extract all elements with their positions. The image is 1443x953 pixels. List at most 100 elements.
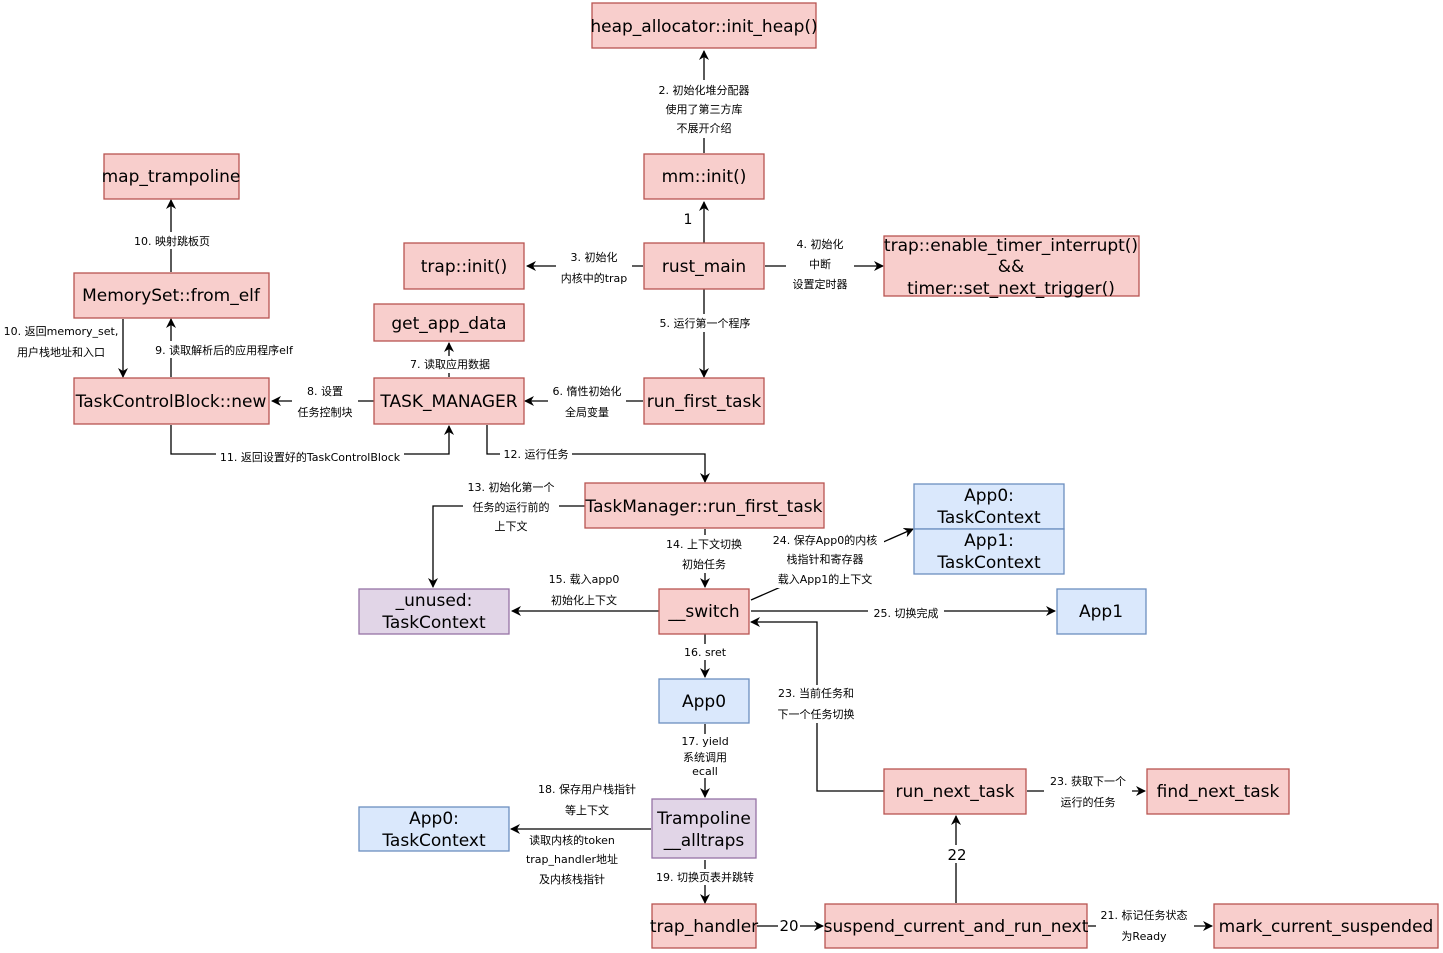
- node-map-trampoline: map_trampoline: [102, 153, 241, 200]
- node-trampoline: Trampoline __alltraps: [651, 798, 757, 859]
- svg-text:17. yield: 17. yield: [681, 735, 728, 748]
- label-edge-10a: 10. 映射跳板页: [130, 232, 214, 249]
- svg-text:用户栈地址和入口: 用户栈地址和入口: [17, 345, 105, 359]
- svg-text:App1:: App1:: [964, 531, 1014, 551]
- svg-text:上下文: 上下文: [495, 519, 528, 533]
- svg-text:等上下文: 等上下文: [565, 803, 609, 817]
- label-edge-5: 5. 运行第一个程序: [655, 314, 755, 332]
- svg-text:TaskContext: TaskContext: [936, 553, 1041, 573]
- svg-text:中断: 中断: [809, 257, 831, 271]
- node-switch: __switch: [658, 588, 750, 635]
- label-edge-1: 1: [680, 209, 696, 228]
- svg-text:系统调用: 系统调用: [683, 751, 727, 764]
- node-find-next-task: find_next_task: [1146, 768, 1290, 815]
- svg-text:25. 切换完成: 25. 切换完成: [874, 606, 939, 620]
- svg-text:TaskControlBlock::new: TaskControlBlock::new: [75, 392, 267, 412]
- svg-text:不展开介绍: 不展开介绍: [677, 121, 732, 135]
- label-edge-23a: 23. 当前任务和 下一个任务切换: [770, 685, 862, 723]
- svg-text:7. 读取应用数据: 7. 读取应用数据: [410, 357, 490, 371]
- label-edge-12: 12. 运行任务: [500, 446, 572, 462]
- svg-text:任务的运行前的: 任务的运行前的: [473, 500, 550, 514]
- svg-text:ecall: ecall: [692, 765, 718, 778]
- svg-text:6. 惰性初始化: 6. 惰性初始化: [553, 384, 622, 398]
- svg-text:任务控制块: 任务控制块: [298, 405, 353, 419]
- svg-text:App0: App0: [682, 692, 726, 712]
- node-memoryset-from-elf: MemorySet::from_elf: [73, 272, 270, 319]
- label-edge-17: 17. yield 系统调用 ecall: [676, 734, 734, 778]
- svg-text:全局变量: 全局变量: [565, 405, 609, 419]
- svg-text:初始化上下文: 初始化上下文: [551, 593, 617, 607]
- svg-text:mm::init(): mm::init(): [662, 167, 747, 187]
- svg-text:23. 当前任务和: 23. 当前任务和: [778, 686, 854, 700]
- svg-text:MemorySet::from_elf: MemorySet::from_elf: [82, 286, 261, 306]
- label-edge-8: 8. 设置 任务控制块: [292, 382, 358, 422]
- svg-text:及内核栈指针: 及内核栈指针: [539, 872, 605, 886]
- svg-text:14. 上下文切换: 14. 上下文切换: [666, 537, 742, 551]
- svg-text:TASK_MANAGER: TASK_MANAGER: [379, 392, 517, 412]
- svg-text:为Ready: 为Ready: [1121, 930, 1167, 943]
- svg-text:24. 保存App0的内核: 24. 保存App0的内核: [773, 533, 877, 547]
- svg-text:23. 获取下一个: 23. 获取下一个: [1050, 775, 1126, 788]
- edge-12: [486, 425, 710, 483]
- svg-text:15. 载入app0: 15. 载入app0: [549, 573, 620, 586]
- label-edge-21: 21. 标记任务状态 为Ready: [1096, 907, 1194, 945]
- node-mark-suspended: mark_current_suspended: [1213, 903, 1439, 949]
- node-unused-ctx: _unused: TaskContext: [358, 588, 510, 635]
- svg-text:heap_allocator::init_heap(): heap_allocator::init_heap(): [590, 17, 817, 37]
- label-edge-22: 22: [945, 845, 969, 864]
- svg-text:App0:: App0:: [409, 809, 459, 829]
- label-edge-2: 2. 初始化堆分配器 使用了第三方库 不展开介绍: [652, 80, 756, 138]
- label-edge-6: 6. 惰性初始化 全局变量: [548, 382, 626, 422]
- label-edge-18: 18. 保存用户栈指针 等上下文: [530, 781, 644, 819]
- svg-text:载入App1的上下文: 载入App1的上下文: [778, 572, 873, 586]
- svg-text:run_first_task: run_first_task: [647, 392, 762, 412]
- svg-text:9. 读取解析后的应用程序elf: 9. 读取解析后的应用程序elf: [155, 343, 294, 357]
- svg-text:22: 22: [947, 846, 966, 864]
- label-edge-25: 25. 切换完成: [868, 605, 944, 621]
- svg-text:栈指针和寄存器: 栈指针和寄存器: [787, 552, 864, 566]
- node-app0-ctx-stack: App0: TaskContext: [913, 483, 1065, 530]
- svg-text:读取内核的token: 读取内核的token: [529, 833, 615, 847]
- node-mm-init: mm::init(): [643, 153, 765, 200]
- label-edge-23b: 23. 获取下一个 运行的任务: [1044, 773, 1132, 811]
- label-edge-4: 4. 初始化 中断 设置定时器: [786, 236, 854, 292]
- svg-text:21. 标记任务状态: 21. 标记任务状态: [1101, 908, 1188, 922]
- label-edge-20: 20: [778, 916, 800, 935]
- label-edge-24: 24. 保存App0的内核 栈指针和寄存器 载入App1的上下文: [766, 532, 884, 588]
- svg-text:设置定时器: 设置定时器: [793, 277, 848, 291]
- label-edge-9: 9. 读取解析后的应用程序elf: [149, 341, 299, 358]
- node-trap-init: trap::init(): [403, 242, 525, 290]
- svg-text:timer::set_next_trigger(): timer::set_next_trigger(): [907, 279, 1115, 299]
- svg-text:get_app_data: get_app_data: [391, 314, 506, 334]
- svg-text:trap::enable_timer_interrupt(): trap::enable_timer_interrupt(): [884, 236, 1138, 256]
- label-edge-13: 13. 初始化第一个 任务的运行前的: [463, 479, 559, 535]
- node-rust-main: rust_main: [643, 242, 765, 290]
- svg-text:trap_handler地址: trap_handler地址: [526, 852, 618, 866]
- svg-text:11. 返回设置好的TaskControlBlock: 11. 返回设置好的TaskControlBlock: [220, 450, 401, 464]
- node-timer: trap::enable_timer_interrupt() && timer:…: [883, 235, 1140, 299]
- svg-text:__switch: __switch: [667, 602, 739, 622]
- label-edge-16: 16. sret: [682, 644, 728, 660]
- svg-text:内核中的trap: 内核中的trap: [561, 271, 628, 285]
- svg-text:初始任务: 初始任务: [682, 557, 726, 571]
- svg-text:20: 20: [779, 917, 798, 935]
- svg-text:13. 初始化第一个: 13. 初始化第一个: [468, 480, 555, 494]
- svg-text:&&: &&: [998, 257, 1025, 277]
- svg-text:下一个任务切换: 下一个任务切换: [778, 707, 855, 721]
- svg-text:使用了第三方库: 使用了第三方库: [666, 102, 743, 116]
- svg-text:8. 设置: 8. 设置: [307, 385, 343, 398]
- label-edge-10b: 10. 返回memory_set, 用户栈地址和入口: [2, 322, 120, 362]
- svg-text:rust_main: rust_main: [662, 257, 746, 277]
- svg-text:12. 运行任务: 12. 运行任务: [504, 448, 569, 461]
- svg-text:trap::init(): trap::init(): [421, 257, 507, 277]
- label-edge-19: 19. 切换页表并跳转: [650, 869, 760, 885]
- svg-text:TaskContext: TaskContext: [381, 613, 486, 633]
- svg-text:TaskContext: TaskContext: [936, 508, 1041, 528]
- label-edge-11: 11. 返回设置好的TaskControlBlock: [216, 449, 404, 465]
- svg-text:4. 初始化: 4. 初始化: [797, 237, 844, 251]
- svg-text:运行的任务: 运行的任务: [1061, 795, 1116, 809]
- node-init-heap: heap_allocator::init_heap(): [590, 2, 818, 49]
- node-suspend: suspend_current_and_run_next: [824, 903, 1089, 949]
- svg-text:map_trampoline: map_trampoline: [102, 167, 241, 187]
